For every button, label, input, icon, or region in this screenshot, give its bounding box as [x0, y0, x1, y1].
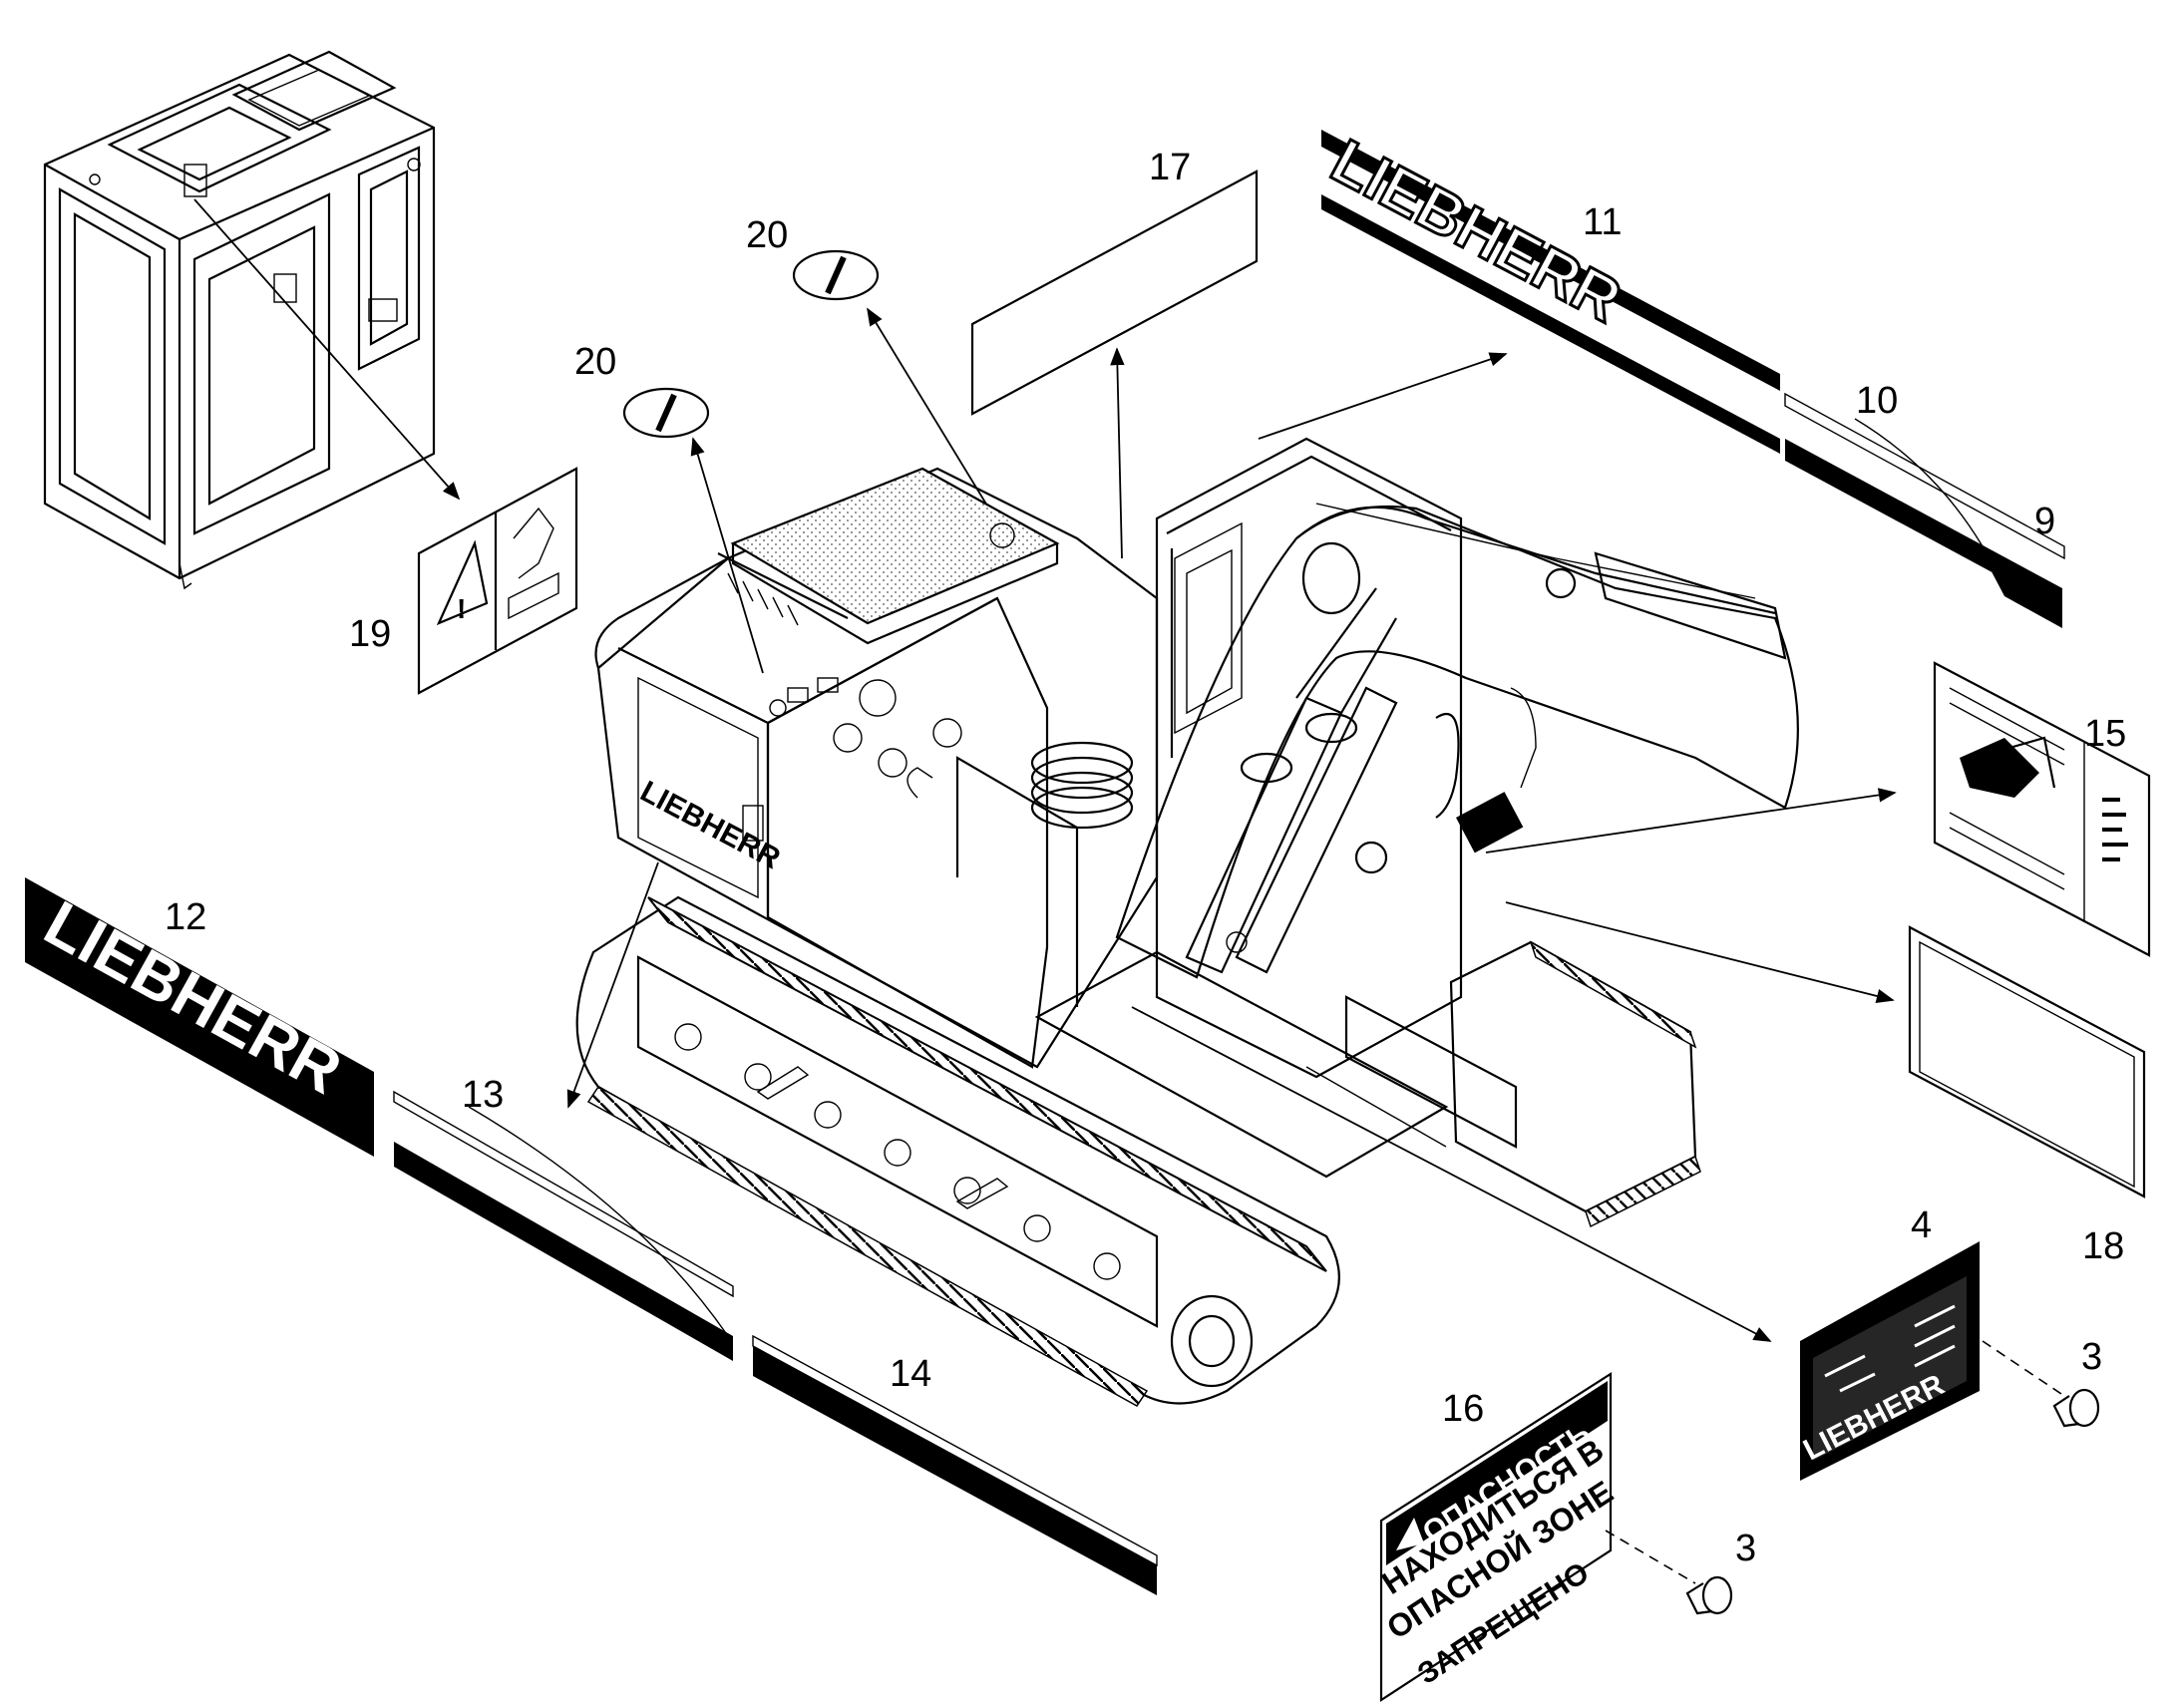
callout-10: 10 — [1856, 380, 1898, 422]
decal-17-blank-plate — [970, 170, 1259, 416]
decal-11-brand-stripe: LIEBHERR — [1319, 126, 1780, 454]
decal-13-stripe — [393, 1090, 734, 1361]
callout-15: 15 — [2084, 713, 2126, 755]
decal-20-oval-lower — [622, 387, 710, 439]
decal-15-machine-info-sheet — [1933, 661, 2151, 957]
callout-9: 9 — [2034, 501, 2055, 542]
callout-labels: 17 20 20 11 10 9 15 18 4 3 3 16 19 12 13… — [165, 147, 2126, 1569]
leader-15 — [1485, 788, 1897, 854]
callout-19: 19 — [349, 613, 391, 655]
leader-17 — [1110, 347, 1125, 559]
callout-3-lower: 3 — [1735, 1528, 1756, 1569]
decal-18-blank-plate — [1908, 925, 2146, 1198]
screw-3-lower — [1605, 1530, 1733, 1615]
callout-17: 17 — [1149, 147, 1191, 188]
screw-3-upper — [1982, 1340, 2100, 1428]
callout-14: 14 — [890, 1353, 931, 1395]
callout-16: 16 — [1442, 1388, 1484, 1430]
leader-18 — [1505, 901, 1895, 1004]
leader-20-upper — [867, 307, 1008, 539]
leader-13 — [566, 861, 659, 1109]
callout-12: 12 — [165, 896, 206, 938]
decal-10-9-stripes — [1784, 392, 2065, 628]
decal-16-danger-sign: ОПАСНОСТЬ НАХОДИТЬСЯ В ОПАСНОЙ ЗОНЕ ЗАПР… — [1375, 1371, 1620, 1703]
leader-11 — [1258, 352, 1508, 440]
svg-text:!: ! — [457, 593, 466, 624]
decal-19-warning-pictogram: ! — [417, 467, 578, 695]
callout-20-upper: 20 — [746, 214, 788, 256]
callout-4: 4 — [1911, 1204, 1932, 1246]
leader-4 — [1131, 1006, 1772, 1342]
callout-13: 13 — [462, 1074, 504, 1116]
decal-20-oval-upper — [792, 249, 880, 301]
leader-20-lower — [690, 437, 764, 674]
excavator-machine: LIEBHERR — [575, 437, 1799, 1407]
operator-cab — [43, 50, 436, 590]
callout-11: 11 — [1583, 201, 1622, 243]
callout-3-upper: 3 — [2081, 1336, 2102, 1378]
callout-20-lower: 20 — [574, 341, 616, 383]
decal-14-stripe — [752, 1334, 1158, 1595]
callout-18: 18 — [2082, 1225, 2124, 1267]
decal-4-type-plate: LIEBHERR — [1798, 1241, 1980, 1481]
leader-19 — [193, 198, 461, 501]
